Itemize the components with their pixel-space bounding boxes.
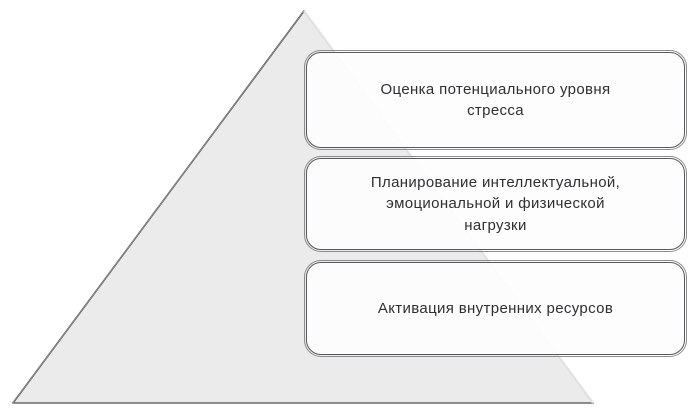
callout-stress-level-assessment[interactable]: Оценка потенциального уровня стресса: [304, 50, 687, 150]
callout-label: Оценка потенциального уровня стресса: [380, 80, 611, 119]
callout-internal-resource-activation[interactable]: Активация внутренних ресурсов: [304, 260, 687, 357]
callout-load-planning[interactable]: Планирование интеллектуальной, эмоционал…: [304, 156, 687, 252]
callout-label: Планирование интеллектуальной, эмоционал…: [370, 174, 621, 234]
callout-label: Активация внутренних ресурсов: [377, 299, 614, 317]
